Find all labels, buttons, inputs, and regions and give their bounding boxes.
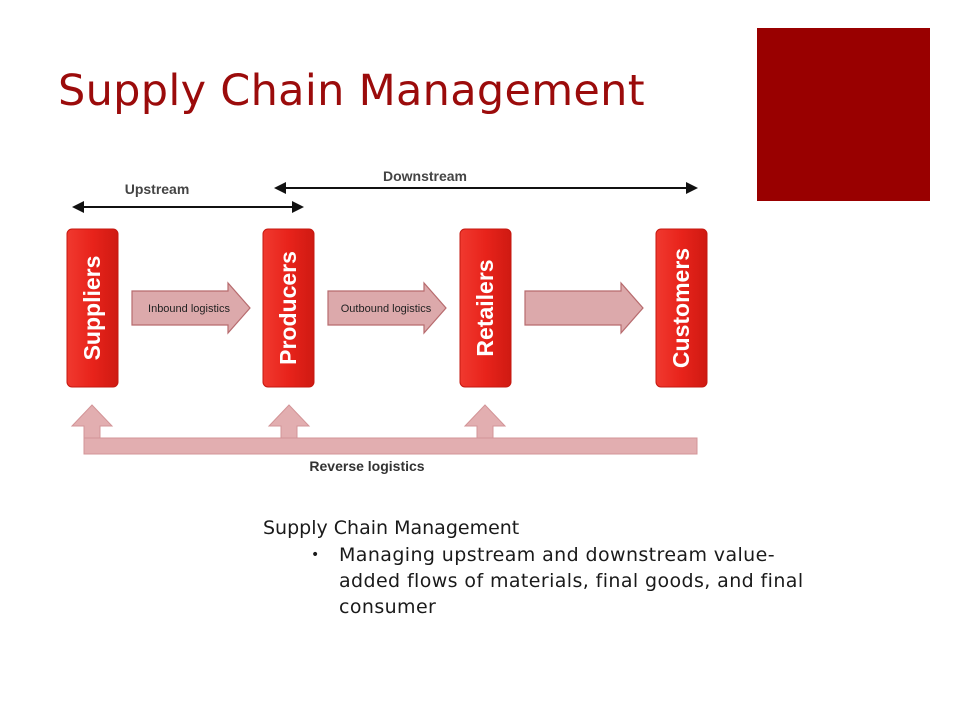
flow-arrow-inbound: Inbound logistics (131, 281, 251, 335)
node-customers: Customers (655, 228, 708, 388)
node-retailers: Retailers (459, 228, 512, 388)
notes-bullet-item: • Managing upstream and downstream value… (311, 542, 823, 620)
node-producers: Producers (262, 228, 315, 388)
notes-list: • Managing upstream and downstream value… (263, 542, 823, 620)
node-label-suppliers: Suppliers (79, 256, 105, 361)
flow-arrow-retail (524, 281, 644, 335)
notes-bullet-text: Managing upstream and downstream value- … (339, 544, 804, 618)
flow-label-inbound: Inbound logistics (148, 303, 230, 315)
reverse-logistics-label: Reverse logistics (309, 458, 424, 474)
downstream-label: Downstream (383, 168, 467, 184)
flow-arrow-outbound: Outbound logistics (327, 281, 447, 335)
notes-heading: Supply Chain Management (263, 517, 520, 539)
node-label-customers: Customers (668, 248, 694, 368)
node-suppliers: Suppliers (66, 228, 119, 388)
upstream-label: Upstream (125, 181, 190, 197)
reverse-logistics-arrow (70, 404, 698, 455)
flow-label-outbound: Outbound logistics (341, 303, 432, 315)
accent-square (757, 28, 930, 201)
node-label-producers: Producers (275, 251, 301, 365)
downstream-span-arrow (274, 182, 698, 194)
bullet-dot-icon: • (311, 547, 320, 563)
upstream-span-arrow (72, 201, 304, 213)
node-label-retailers: Retailers (472, 259, 498, 356)
slide-title: Supply Chain Management (58, 66, 645, 116)
notes-block: Supply Chain Management • Managing upstr… (263, 516, 823, 620)
